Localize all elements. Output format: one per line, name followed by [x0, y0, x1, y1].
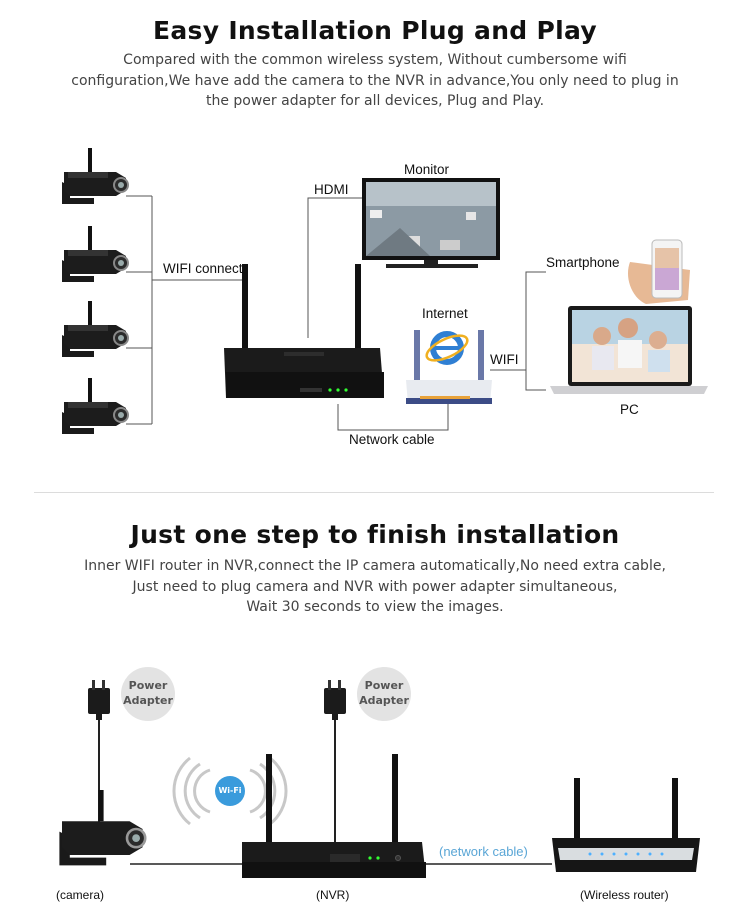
label-wifi: WIFI — [490, 352, 519, 367]
label-hdmi: HDMI — [314, 182, 349, 197]
section2-desc-line: Inner WIFI router in NVR,connect the IP … — [84, 558, 666, 574]
router-icon — [406, 330, 492, 404]
caption-nvr: (NVR) — [316, 888, 350, 902]
label-monitor: Monitor — [404, 162, 450, 177]
badge-line: Power — [364, 679, 404, 692]
power-adapter-icon — [324, 680, 346, 720]
caption-camera: (camera) — [56, 888, 105, 902]
nvr-icon — [242, 754, 426, 878]
camera-icon — [59, 790, 147, 866]
badge-line: Adapter — [359, 694, 409, 707]
wifi-badge: Wi-Fi — [215, 776, 245, 806]
label-internet: Internet — [422, 306, 468, 321]
power-adapter-badge-left: Power Adapter — [121, 667, 175, 721]
power-adapter-icon — [88, 680, 110, 720]
section2-desc-line: Just need to plug camera and NVR with po… — [132, 578, 618, 595]
section2-description: Inner WIFI router in NVR,connect the IP … — [40, 556, 710, 618]
section1-description: Compared with the common wireless system… — [40, 50, 710, 112]
smartphone-icon — [627, 239, 690, 304]
section1-desc-line: the power adapter for all devices, Plug … — [205, 93, 545, 109]
section-divider — [34, 492, 714, 493]
section1-title: Easy Installation Plug and Play — [153, 16, 597, 45]
monitor-icon — [362, 178, 500, 268]
ie-icon — [425, 331, 469, 365]
section2-title: Just one step to finish installation — [130, 520, 620, 549]
caption-router: (Wireless router) — [580, 888, 669, 902]
label-wifi-connect: WIFI connect — [163, 261, 243, 276]
badge-line: Adapter — [123, 694, 173, 707]
wifi-signal-icon — [172, 756, 288, 826]
router-icon — [552, 778, 700, 872]
nvr-icon — [224, 264, 384, 398]
label-pc: PC — [620, 402, 639, 417]
badge-line: Power — [128, 679, 168, 692]
label-network-cable: Network cable — [349, 432, 435, 447]
section2-desc-line: Wait 30 seconds to view the images. — [246, 599, 504, 615]
label-smartphone: Smartphone — [546, 255, 620, 270]
power-adapter-badge-right: Power Adapter — [357, 667, 411, 721]
section1-desc-line: Compared with the common wireless system… — [123, 52, 627, 68]
laptop-icon — [550, 306, 708, 394]
label-network-cable-2: (network cable) — [439, 844, 528, 859]
section1-desc-line: configuration,We have add the camera to … — [71, 72, 679, 89]
